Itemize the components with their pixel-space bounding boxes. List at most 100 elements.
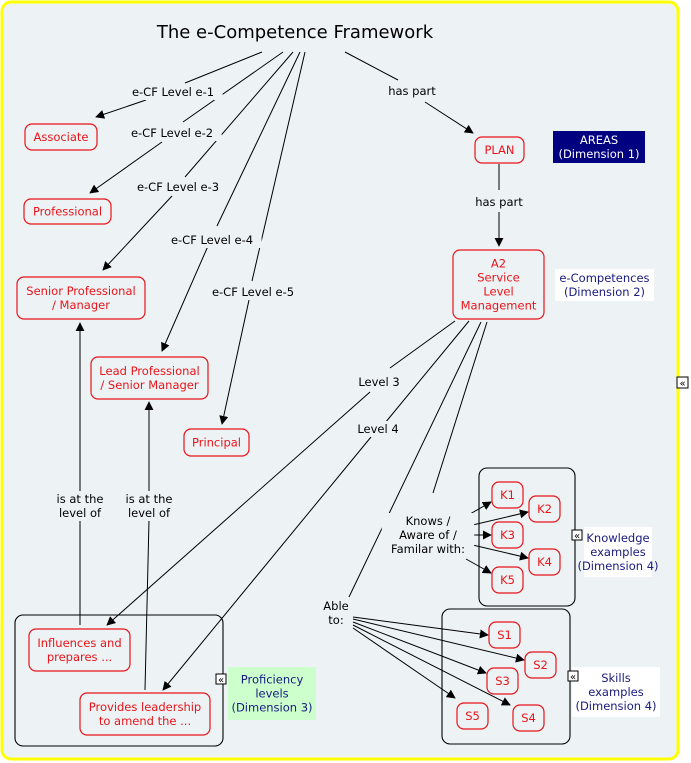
edge-label-level-3[interactable]: Level 3 [353, 374, 405, 390]
collapse-icon[interactable]: « [215, 673, 227, 686]
concept-node-professional[interactable]: Professional [23, 198, 112, 225]
map-collapse-icon[interactable]: « [676, 376, 689, 390]
edge-isat-2a[interactable] [144, 519, 150, 691]
label-bg [203, 284, 303, 300]
edge-level4[interactable] [384, 320, 470, 424]
label-text-line: e-CF Level e-4 [171, 233, 253, 247]
node-box[interactable] [456, 702, 489, 730]
annotation-text-line: examples [588, 685, 644, 699]
concept-node-senior-professional[interactable]: Senior Professional/ Manager [16, 276, 146, 320]
edge-e5b[interactable] [219, 299, 250, 425]
edge-label-level-e4[interactable]: e-CF Level e-4 [162, 232, 262, 248]
concept-node-principal[interactable]: Principal [183, 428, 250, 457]
concept-node-k3[interactable]: K3 [491, 521, 524, 549]
node-box[interactable] [79, 692, 211, 736]
edge-level3[interactable] [389, 320, 456, 369]
concept-node-lead-professional[interactable]: Lead Professional/ Senior Manager [90, 356, 209, 400]
collapse-icon[interactable]: « [571, 529, 583, 542]
edge-level4b[interactable] [162, 436, 372, 691]
node-box[interactable] [90, 356, 209, 400]
edge-e2b[interactable] [89, 141, 163, 194]
node-box[interactable] [486, 667, 519, 695]
edge-label-level-4[interactable]: Level 4 [352, 421, 404, 437]
concept-node-k4[interactable]: K4 [528, 548, 561, 576]
concept-node-k2[interactable]: K2 [528, 495, 561, 523]
concept-node-k1[interactable]: K1 [491, 481, 524, 509]
concept-node-k5[interactable]: K5 [491, 566, 524, 594]
node-box[interactable] [524, 651, 557, 679]
label-bg [352, 421, 404, 437]
label-text-line: Knows / [406, 514, 451, 528]
edge-k2[interactable] [463, 509, 529, 528]
concept-node-plan[interactable]: PLAN [474, 136, 525, 164]
edge-able[interactable] [348, 321, 482, 598]
concept-node-s5[interactable]: S5 [456, 702, 489, 730]
edge-e3[interactable] [184, 51, 294, 178]
annotation-text-line: examples [590, 545, 646, 559]
edge-label-has-part-2[interactable]: has part [469, 194, 529, 210]
edge-e2[interactable] [182, 51, 284, 123]
edge-s4[interactable] [352, 624, 511, 706]
edge-label-knows[interactable]: Knows /Aware of /Familar with: [381, 513, 475, 557]
node-box[interactable] [474, 136, 525, 164]
edge-s3[interactable] [352, 621, 487, 675]
node-box[interactable] [452, 249, 545, 320]
edge-label-has-part-1[interactable]: has part [382, 83, 442, 99]
map-title[interactable]: The e-Competence Framework [156, 22, 434, 43]
node-box[interactable] [528, 495, 561, 523]
edge-s1[interactable] [352, 616, 489, 639]
label-text-line: e-CF Level e-5 [212, 285, 294, 299]
collapse-icon[interactable]: « [567, 670, 579, 683]
edge-k4[interactable] [463, 542, 529, 561]
node-box[interactable] [491, 481, 524, 509]
node-box[interactable] [16, 276, 146, 320]
node-box[interactable] [491, 566, 524, 594]
concept-node-s3[interactable]: S3 [486, 667, 519, 695]
label-text-line: is at the [57, 492, 104, 506]
node-label-line: K4 [537, 555, 552, 569]
node-box[interactable] [512, 704, 545, 732]
edge-label-level-e5[interactable]: e-CF Level e-5 [203, 284, 303, 300]
edge-e1b[interactable] [95, 99, 147, 119]
edge-s2[interactable] [352, 618, 525, 663]
edge-haspart-1[interactable] [344, 51, 399, 81]
edge-e3b[interactable] [102, 195, 173, 271]
concept-node-s2[interactable]: S2 [524, 651, 557, 679]
edge-e4b[interactable] [161, 245, 209, 352]
concept-node-influences[interactable]: Influences andprepares ... [28, 628, 131, 672]
edge-e4[interactable] [216, 51, 301, 227]
edge-s5[interactable] [352, 627, 456, 699]
edge-knows[interactable] [432, 321, 488, 494]
node-label-line: Associate [33, 130, 88, 144]
annotation-text-line: Skills [601, 671, 631, 685]
node-box[interactable] [23, 198, 112, 225]
edge-e1[interactable] [184, 51, 263, 84]
node-box[interactable] [488, 621, 521, 649]
concept-node-associate[interactable]: Associate [24, 123, 98, 151]
node-label-line: / Manager [52, 298, 110, 312]
node-box[interactable] [528, 548, 561, 576]
edge-label-level-e3[interactable]: e-CF Level e-3 [128, 179, 228, 195]
node-box[interactable] [28, 628, 131, 672]
annotation-text-line: (Dimension 1) [558, 147, 639, 161]
node-box[interactable] [24, 123, 98, 151]
edge-haspart-1b[interactable] [424, 101, 474, 134]
edges [75, 51, 529, 706]
concept-node-s1[interactable]: S1 [488, 621, 521, 649]
node-label-line: A2 [491, 257, 506, 271]
edge-label-level-e1[interactable]: e-CF Level e-1 [123, 84, 223, 100]
node-box[interactable] [491, 521, 524, 549]
node-box[interactable] [183, 428, 250, 457]
node-label-line: Influences and [37, 636, 121, 650]
annotation-text-line: Proficiency [241, 673, 304, 687]
edge-label-level-e2[interactable]: e-CF Level e-2 [122, 125, 222, 141]
concept-node-s4[interactable]: S4 [512, 704, 545, 732]
edge-level3b[interactable] [106, 391, 371, 626]
